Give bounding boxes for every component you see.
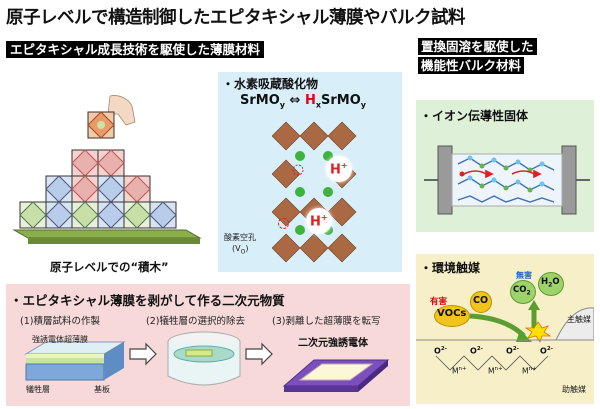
transferred-film-illustration <box>282 359 390 392</box>
h2o-label: H2O <box>541 277 560 289</box>
ionic-conductor-heading: ・イオン伝導性固体 <box>420 109 529 123</box>
atomic-blocks-illustration <box>12 95 202 244</box>
oxide-ion-1: O2- <box>434 346 447 356</box>
harmful-label: 有害 <box>430 297 448 307</box>
harmless-label: 無害 <box>516 271 532 280</box>
process-arrow-2 <box>245 342 273 366</box>
left-section-header: エピタキシャル成長技術を駆使した薄膜材料 <box>6 41 265 58</box>
step-1-label: (1)積層試料の作製 <box>20 316 100 327</box>
oxygen-vacancy-marker <box>278 218 289 229</box>
step-2-label: (2)犠牲層の選択的除去 <box>146 316 245 327</box>
co-bubble <box>470 291 492 313</box>
right-section-header-line2: 機能性バルク材料 <box>418 57 525 74</box>
sacrificial-layer-label: 犠牲層 <box>26 385 50 394</box>
vocs-bubble <box>434 305 470 327</box>
catalyst-heading: ・環境触媒 <box>420 261 481 275</box>
co2-label: CO2 <box>513 285 531 297</box>
right-section-header-line1: 置換固溶を駆使した <box>418 38 537 55</box>
proton-bubble-2 <box>306 208 332 234</box>
h2o-bubble <box>538 272 564 296</box>
process-arrow-1 <box>129 342 157 366</box>
oxygen-vacancy-label: 酸素空孔 <box>224 233 256 242</box>
co2-bubble <box>510 280 536 304</box>
substrate-label: 基板 <box>94 385 110 394</box>
etching-beaker-illustration <box>167 331 241 386</box>
page-title: 原子レベルで構造制御したエピタキシャル薄膜やバルク試料 <box>6 8 466 28</box>
metal-ion-2: Mn+ <box>488 366 503 376</box>
co-label: CO <box>473 295 489 306</box>
co-catalyst-label: 助触媒 <box>562 385 586 394</box>
oxygen-vacancy-symbol: (VO) <box>232 244 249 256</box>
proton-label-2: H+ <box>310 213 328 230</box>
layered-sample-illustration <box>24 341 126 381</box>
vocs-label: VOCs <box>437 308 467 319</box>
proton-label-1: H+ <box>330 161 348 178</box>
proton-bubble-1 <box>326 156 352 182</box>
step-3-label: (3)剥離した超薄膜を転写 <box>272 316 381 327</box>
main-catalyst-label: 主触媒 <box>567 315 591 324</box>
ferroelectric-2d-label: 二次元強誘電体 <box>298 338 368 349</box>
blocks-caption: 原子レベルでの“積木” <box>50 260 169 274</box>
oxide-ion-4: O2- <box>540 346 553 356</box>
oxide-ion-3: O2- <box>506 346 519 356</box>
catalyst-reaction-diagram <box>416 300 594 371</box>
metal-ion-3: Mn+ <box>522 366 537 376</box>
two-dimensional-heading: ・エピタキシャル薄膜を剥がして作る二次元物質 <box>10 293 285 308</box>
ferroelectric-film-label: 強誘電体超薄膜 <box>32 335 88 344</box>
metal-ion-1: Mn+ <box>452 366 467 376</box>
hydride-crystal-structure <box>272 121 357 263</box>
oxide-ion-2: O2- <box>470 346 483 356</box>
hydride-heading: ・水素吸蔵酸化物 <box>222 77 319 91</box>
ionic-conductor-diagram <box>424 145 590 215</box>
hydride-formula: SrMOy ⇔ HxSrMOy <box>240 93 366 110</box>
